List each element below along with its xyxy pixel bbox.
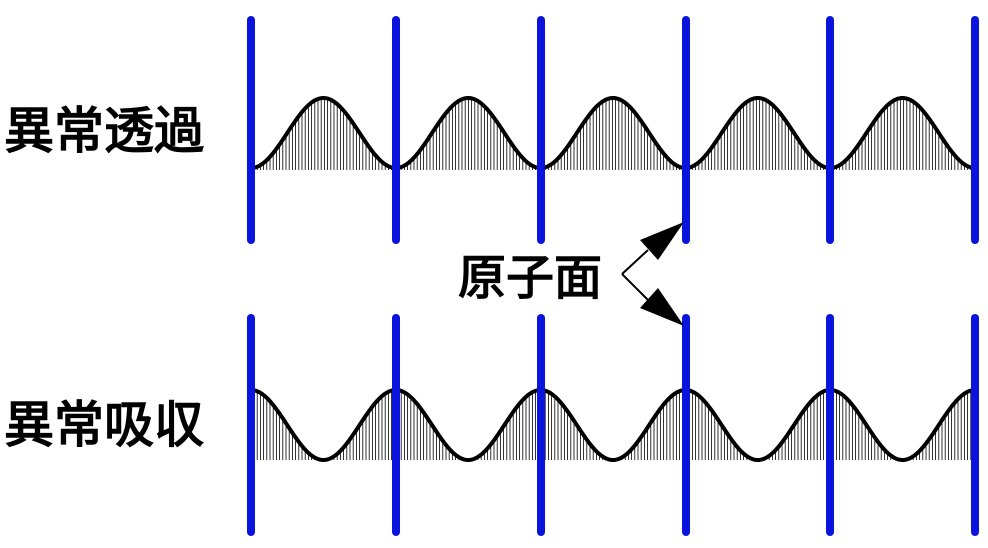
- transmission-label: 異常透過: [4, 102, 205, 160]
- absorption-label: 異常吸収: [4, 396, 204, 454]
- atomic-planes-label: 原子面: [458, 250, 602, 306]
- absorption-atomic-planes: [247, 314, 979, 536]
- arrow-up-line: [621, 249, 649, 275]
- transmission-atomic-planes: [247, 16, 979, 244]
- arrow-down-line: [621, 273, 649, 301]
- callout-arrows: [621, 222, 684, 326]
- absorption-standing-wave: [250, 388, 976, 462]
- arrow-up-head: [640, 222, 684, 260]
- arrow-down-head: [640, 288, 684, 326]
- transmission-standing-wave: [250, 96, 976, 170]
